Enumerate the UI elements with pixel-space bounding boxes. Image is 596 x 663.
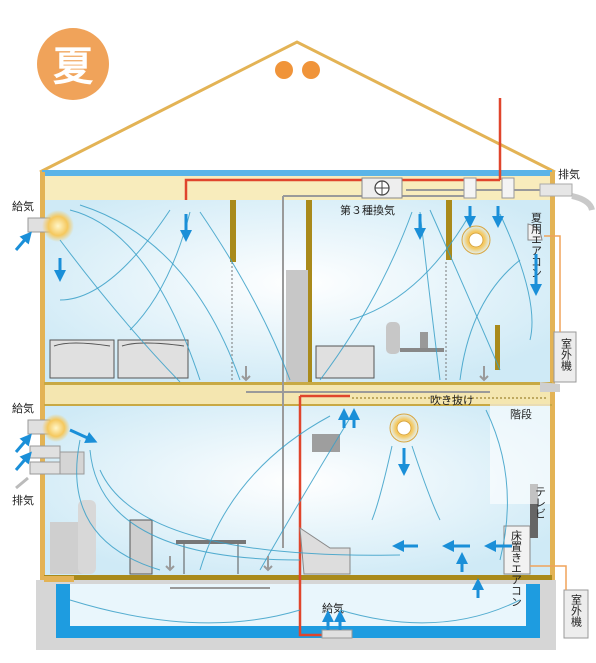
label-stairs: 階段 <box>510 407 532 421</box>
ventilation-unit: 第３種換気 <box>340 177 403 217</box>
ground-floor-slab <box>44 575 552 580</box>
right-outer-wall <box>550 172 555 580</box>
label-exhaust-top-right: 排気 <box>558 167 580 181</box>
roof <box>39 40 556 174</box>
label-outdoor-unit-upper: 室外機 <box>560 337 573 372</box>
first-floor-room <box>44 404 552 576</box>
label-ventilation-system: 第３種換気 <box>340 203 395 217</box>
attic-vent-left <box>275 61 293 79</box>
attic-vent-right <box>302 61 320 79</box>
mid-floor-slab <box>44 384 552 404</box>
lower-left-vents: 給気 排気 <box>12 401 98 507</box>
label-intake-mid: 給気 <box>12 401 34 415</box>
outdoor-unit-upper: 室外機 <box>540 235 577 392</box>
exhaust-arrows <box>165 366 489 572</box>
season-badge: 夏 <box>37 28 109 100</box>
upper-intake: 給気 <box>12 199 74 251</box>
roof-insulation <box>42 170 552 176</box>
label-tv: テレビ <box>534 486 547 519</box>
label-underfloor-intake: 給気 <box>322 601 344 615</box>
label-exhaust-left: 排気 <box>12 493 34 507</box>
flow-arrows <box>54 206 512 630</box>
label-stairwell: 吹き抜け <box>430 393 474 407</box>
label-summer-aircon: 夏用エアコン <box>530 212 543 278</box>
left-outer-wall <box>40 172 45 580</box>
exhaust-outlet-top: 排気 <box>463 167 595 211</box>
aircon-icon <box>527 223 543 241</box>
outdoor-unit-lower: 室外機 <box>530 565 589 639</box>
label-outdoor-unit-lower: 室外機 <box>570 593 583 628</box>
season-label: 夏 <box>53 44 94 90</box>
outdoor-unit-icon <box>553 331 577 383</box>
label-intake-top: 給気 <box>12 199 34 213</box>
label-floor-aircon: 床置きエアコン <box>510 529 523 607</box>
summer-aircon: 夏用エアコン <box>527 212 543 296</box>
air-flow-lines <box>59 204 533 624</box>
lower-furniture <box>50 434 538 575</box>
